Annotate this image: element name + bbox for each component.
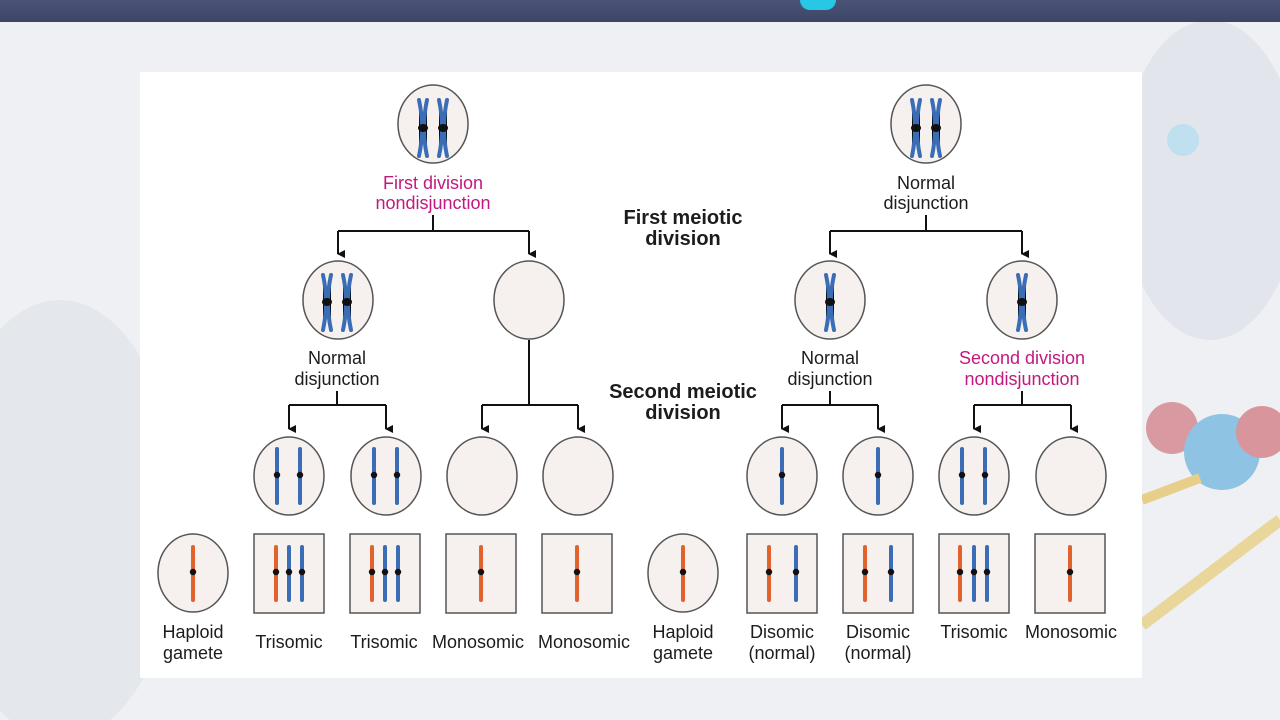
- label-right-mid-b: Second division nondisjunction: [959, 348, 1085, 389]
- stage-label-second: Second meiotic division: [609, 381, 757, 424]
- label-normal-disjunction-line2: disjunction: [883, 193, 968, 213]
- bottom-label-9: Trisomic: [940, 622, 1007, 642]
- cell-l2: [350, 436, 422, 516]
- molecule-ball-pink: [1146, 402, 1198, 454]
- centromeres-gametes: [273, 471, 989, 479]
- bottom-label-6a: Haploid: [652, 622, 713, 642]
- bottom-label-10: Monosomic: [1025, 622, 1117, 642]
- cell-right-parent: [890, 84, 962, 164]
- cell-r3: [938, 436, 1010, 516]
- label-second-meiotic-line2: division: [645, 402, 721, 424]
- centromeres-left-parent: [418, 124, 448, 132]
- molecule-ball-pink-2: [1236, 406, 1280, 458]
- label-left-mid-line2: disjunction: [294, 369, 379, 389]
- left-connectors: [288, 215, 585, 433]
- bottom-label-1a: Haploid: [162, 622, 223, 642]
- label-second-division-line1: Second division: [959, 348, 1085, 368]
- label-second-meiotic-line1: Second meiotic: [609, 381, 757, 403]
- cells: [157, 84, 1107, 613]
- bottom-label-8a: Disomic: [846, 622, 910, 642]
- title-bar: [0, 0, 1280, 22]
- label-right-mid-a-line1: Normal: [801, 348, 859, 368]
- bottom-label-6b: gamete: [653, 643, 713, 663]
- label-first-division-line1: First division: [383, 173, 483, 193]
- centromeres-left-mid-a: [322, 298, 352, 306]
- zygote-box-6: [842, 533, 914, 614]
- bottom-labels: Haploid gamete Trisomic Trisomic Monosom…: [162, 622, 1117, 663]
- bottom-label-3: Trisomic: [350, 632, 417, 652]
- cell-r4: [1035, 436, 1107, 516]
- centromeres-right-mid: [825, 298, 1027, 306]
- label-right-top: Normal disjunction: [883, 173, 968, 213]
- bottom-label-7a: Disomic: [750, 622, 814, 642]
- zygote-box-5: [746, 533, 818, 614]
- label-left-mid-line1: Normal: [308, 348, 366, 368]
- zygote-centromeres: [189, 568, 1074, 576]
- cell-left-parent: [397, 84, 469, 164]
- label-second-division-line2: nondisjunction: [964, 369, 1079, 389]
- label-normal-disjunction-line1: Normal: [897, 173, 955, 193]
- right-connectors: [781, 215, 1078, 433]
- label-left-mid: Normal disjunction: [294, 348, 379, 389]
- label-left-top: First division nondisjunction: [375, 173, 490, 213]
- cell-left-mid-a: [302, 260, 374, 340]
- bottom-label-8b: (normal): [844, 643, 911, 663]
- label-first-meiotic-line1: First meiotic: [624, 207, 743, 229]
- bottom-label-1b: gamete: [163, 643, 223, 663]
- title-fragment: [800, 0, 836, 10]
- bottom-label-2: Trisomic: [255, 632, 322, 652]
- label-right-mid-a: Normal disjunction: [787, 348, 872, 389]
- label-first-meiotic-line2: division: [645, 228, 721, 250]
- cell-l1: [253, 436, 325, 516]
- stage-label-first: First meiotic division: [624, 207, 743, 250]
- bottom-label-7b: (normal): [748, 643, 815, 663]
- label-right-mid-a-line2: disjunction: [787, 369, 872, 389]
- cell-l4: [542, 436, 614, 516]
- bottom-label-4: Monosomic: [432, 632, 524, 652]
- cell-left-mid-b: [493, 260, 565, 340]
- centromeres-right-parent: [911, 124, 941, 132]
- cell-l3: [446, 436, 518, 516]
- bottom-label-5: Monosomic: [538, 632, 630, 652]
- label-first-division-line2: nondisjunction: [375, 193, 490, 213]
